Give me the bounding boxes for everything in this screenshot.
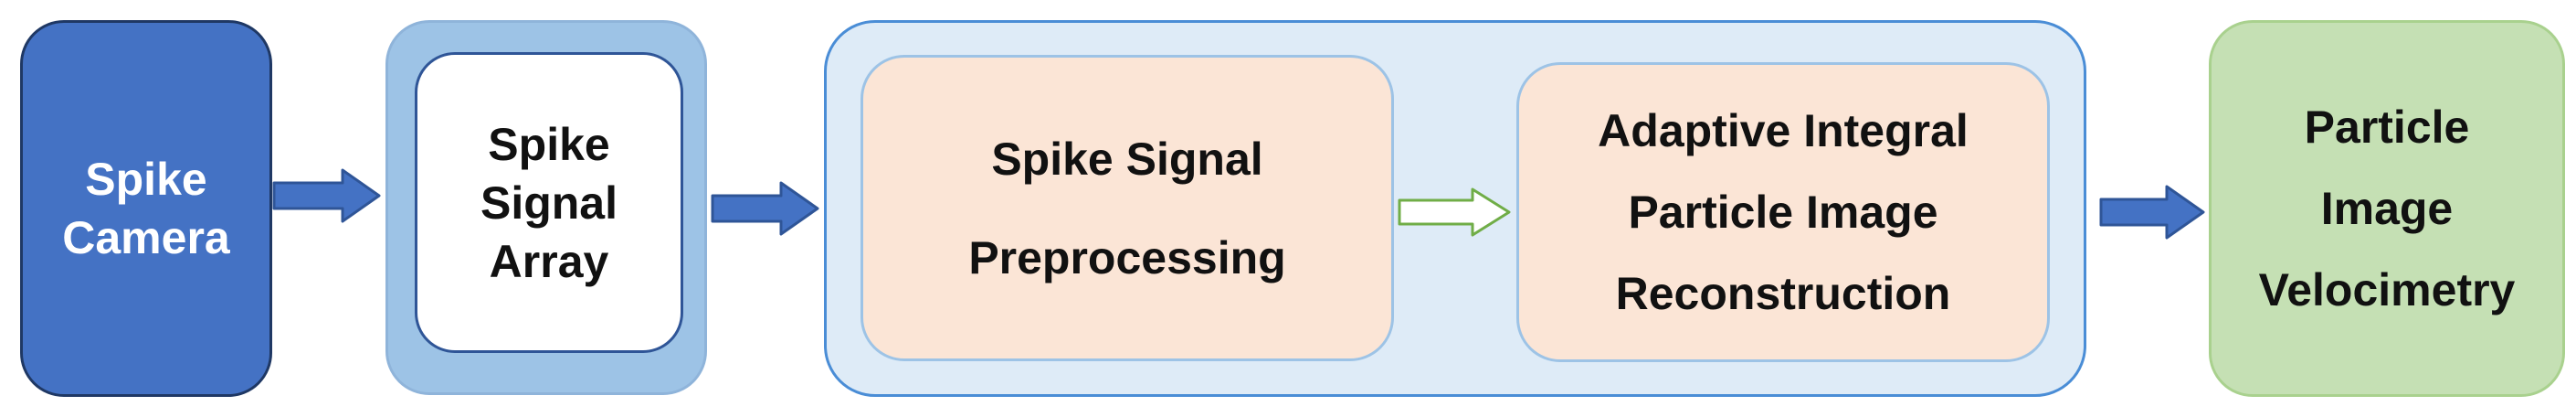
reconstruction-box: Adaptive Integral Particle Image Reconst…	[1516, 62, 2050, 362]
particle-image-velocimetry-box: Particle Image Velocimetry	[2209, 20, 2565, 397]
spike-camera-label: Spike Camera	[62, 154, 230, 263]
reconstruction-label: Adaptive Integral Particle Image Reconst…	[1598, 104, 1969, 319]
spike-signal-array-label: Spike Signal Array	[480, 118, 618, 287]
spike-camera-box: Spike Camera	[20, 20, 272, 397]
arrow-camera-to-array	[272, 168, 381, 223]
piv-label: Particle Image Velocimetry	[2258, 101, 2516, 315]
arrow-processing-to-piv	[2099, 185, 2205, 240]
preprocessing-label: Spike Signal Preprocessing	[968, 133, 1286, 283]
spike-signal-array-box: Spike Signal Array	[415, 52, 683, 353]
preprocessing-box: Spike Signal Preprocessing	[860, 55, 1394, 361]
arrow-array-to-processing	[711, 181, 819, 236]
arrow-preprocessing-to-reconstruction	[1398, 187, 1511, 237]
